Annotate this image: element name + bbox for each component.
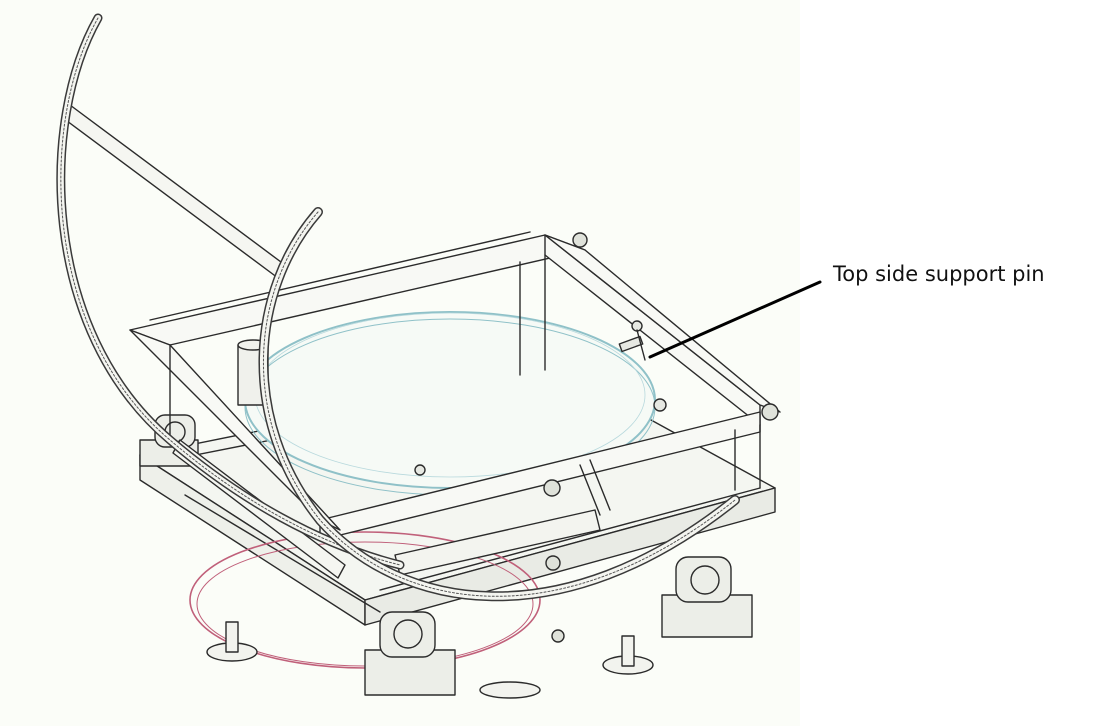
leveling-feet: [206, 621, 654, 699]
callout-label-support-pin: Top side support pin: [833, 262, 1045, 286]
callout-leader-line: [648, 280, 822, 359]
adjustment-knobs: [543, 232, 779, 643]
top-side-support-pin: [414, 320, 667, 476]
arc-rails: [56, 13, 740, 602]
